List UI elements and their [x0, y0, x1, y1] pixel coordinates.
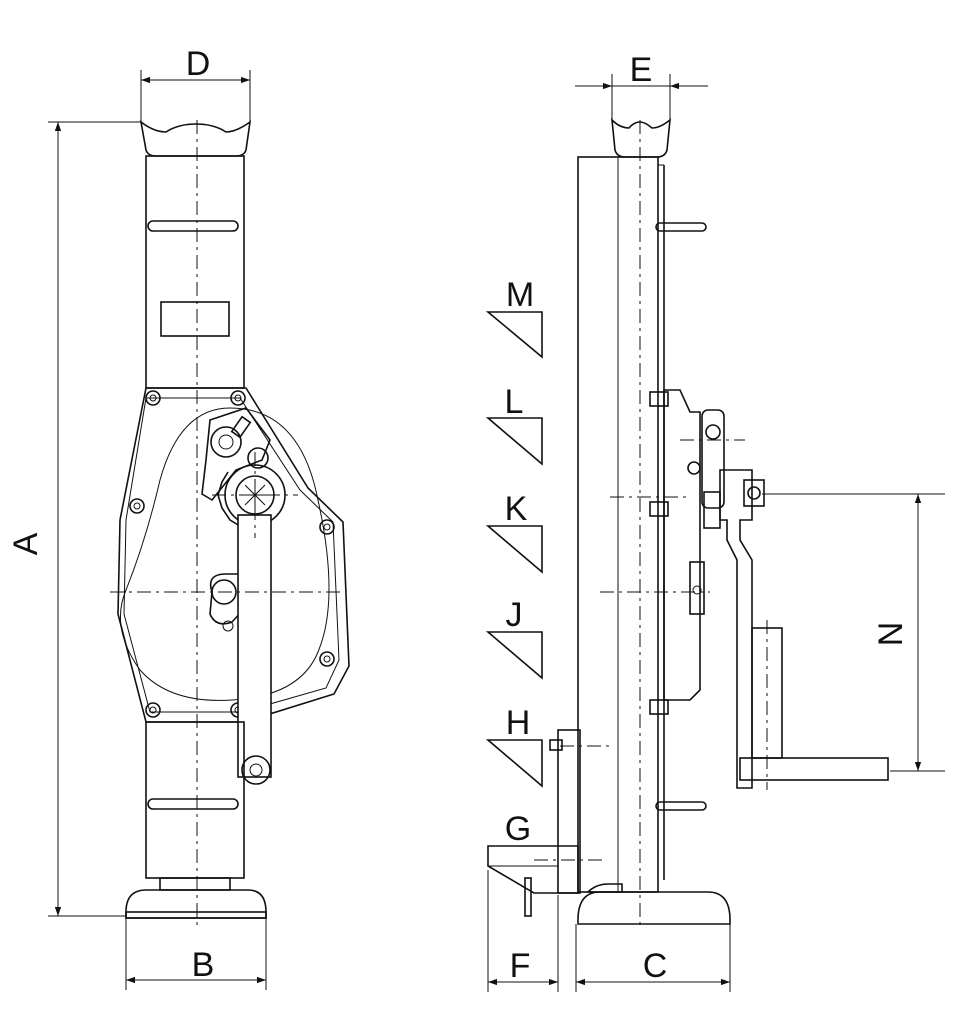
label-k: K: [505, 490, 528, 528]
label-j: J: [506, 596, 523, 634]
wedge-m: [485, 311, 543, 359]
label-h: H: [506, 704, 531, 742]
label-m: M: [506, 276, 534, 314]
dimension-labels: D A B E F C N: [7, 45, 910, 985]
housing-bolts: [129, 390, 335, 718]
front-view: [110, 120, 350, 930]
wedge-l: [485, 417, 543, 466]
label-n: N: [872, 622, 910, 647]
wedge-k: [485, 525, 543, 574]
foot-profile-wedges: [485, 311, 543, 788]
wedge-j: [485, 631, 543, 680]
label-c: C: [643, 947, 668, 985]
label-f: F: [510, 947, 531, 985]
wedge-h: [485, 739, 543, 788]
front-view-dimensions: [48, 70, 267, 990]
label-b: B: [192, 946, 215, 984]
label-e: E: [630, 51, 653, 89]
label-d: D: [186, 45, 211, 83]
side-view: [487, 117, 889, 930]
foot-profile-labels: M L K J H G: [505, 276, 535, 848]
side-view-dimensions: [487, 74, 945, 992]
label-a: A: [7, 532, 45, 555]
label-l: L: [505, 383, 524, 421]
label-g: G: [505, 810, 531, 848]
